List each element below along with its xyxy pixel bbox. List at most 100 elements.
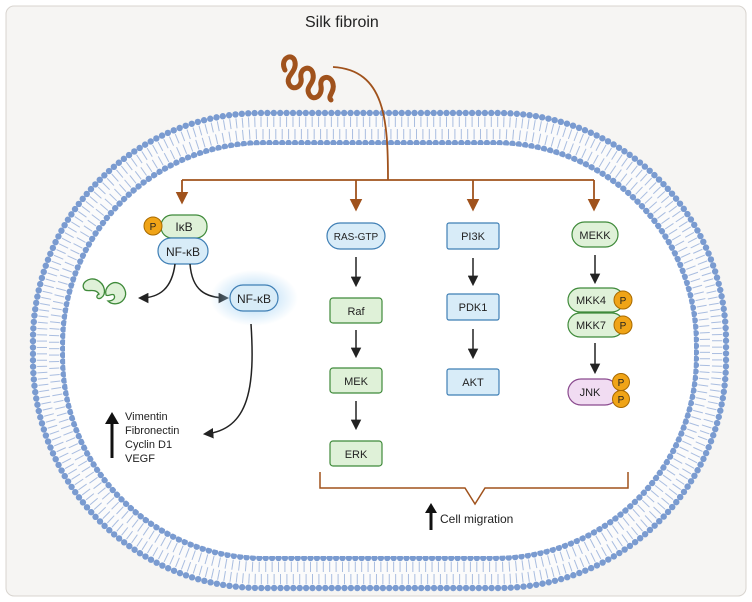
lipid-tail xyxy=(141,541,148,551)
lipid-tail xyxy=(229,119,232,130)
lipid-head xyxy=(713,274,721,281)
lipid-tail xyxy=(512,129,515,140)
lipid-head xyxy=(199,545,206,552)
lipid-head xyxy=(418,584,425,592)
lipid-head xyxy=(687,478,695,485)
lipid-head xyxy=(518,553,525,560)
lipid-head xyxy=(573,537,580,545)
lipid-tail xyxy=(658,479,668,487)
lipid-head xyxy=(96,176,103,184)
lipid-head xyxy=(475,584,483,592)
lipid-head xyxy=(122,500,130,507)
lipid-head xyxy=(576,158,584,165)
lipid-head xyxy=(59,332,67,340)
lipid-tail xyxy=(657,211,666,219)
lipid-head xyxy=(428,554,436,562)
lipid-tail xyxy=(620,173,628,182)
lipid-head xyxy=(256,554,263,562)
lipid-head xyxy=(110,531,118,538)
nfkb-complex-label: NF-κB xyxy=(166,245,200,259)
lipid-head xyxy=(354,584,361,592)
lipid-head xyxy=(101,476,108,484)
lipid-tail xyxy=(648,182,657,190)
lipid-tail xyxy=(616,154,623,164)
ras-gtp-node xyxy=(326,222,386,250)
lipid-head xyxy=(83,190,90,198)
lipid-tail xyxy=(41,401,52,405)
lipid-tail xyxy=(631,526,639,536)
lipid-head xyxy=(684,210,691,218)
lipid-head xyxy=(49,244,57,252)
cell-membrane xyxy=(29,109,730,592)
lipid-tail xyxy=(51,307,62,311)
lipid-head xyxy=(664,185,672,193)
lipid-head xyxy=(213,114,220,121)
lipid-head xyxy=(304,139,311,147)
lipid-tail xyxy=(58,243,69,249)
lipid-head xyxy=(135,183,142,190)
lipid-tail xyxy=(709,308,720,312)
lipid-head xyxy=(675,436,682,443)
lipid-head xyxy=(500,109,508,117)
lipid-head xyxy=(445,139,452,147)
lipid-tail xyxy=(590,138,596,149)
lipid-head xyxy=(646,167,653,174)
lipid-head xyxy=(130,187,137,194)
lipid-tail xyxy=(37,328,48,330)
lipid-head xyxy=(419,139,427,147)
lipid-head xyxy=(112,205,119,212)
lipid-head xyxy=(85,241,93,248)
lipid-tail xyxy=(198,125,203,136)
lipid-head xyxy=(436,109,444,117)
lipid-head xyxy=(576,569,583,577)
lipid-head xyxy=(448,554,455,562)
lipid-tail xyxy=(707,401,718,405)
lipid-head xyxy=(59,351,67,359)
lipid-head xyxy=(47,444,54,451)
lipid-head xyxy=(207,579,214,586)
lipid-tail xyxy=(648,510,657,519)
lipid-tail xyxy=(210,122,214,133)
upregulation-arrowhead xyxy=(105,412,119,424)
lipid-tail xyxy=(98,506,107,515)
lipid-head xyxy=(67,408,74,416)
lipid-tail xyxy=(615,169,622,178)
lipid-head xyxy=(621,148,628,155)
lipid-head xyxy=(492,554,500,562)
lipid-head xyxy=(480,554,487,562)
lipid-head xyxy=(75,200,83,208)
lipid-head xyxy=(456,584,463,592)
lipid-head xyxy=(126,542,133,550)
lipid-head xyxy=(587,129,595,136)
lipid-tail xyxy=(593,154,599,165)
lipid-head xyxy=(682,418,689,425)
lipid-tail xyxy=(235,572,238,583)
lipid-head xyxy=(660,180,667,188)
lipid-head xyxy=(555,544,563,552)
lipid-tail xyxy=(706,407,717,411)
lipid-tail xyxy=(125,161,133,171)
lipid-head xyxy=(176,569,184,577)
lipid-tail xyxy=(49,374,60,376)
lipid-head xyxy=(47,250,54,257)
lipid-head xyxy=(660,464,667,471)
lipid-head xyxy=(69,414,76,422)
lipid-head xyxy=(505,554,512,561)
erk-label: ERK xyxy=(345,449,368,461)
lipid-tail xyxy=(47,272,58,277)
lipid-tail xyxy=(515,117,518,128)
lipid-head xyxy=(499,554,506,562)
lipid-head xyxy=(355,139,363,147)
lipid-head xyxy=(507,110,514,117)
lipid-head xyxy=(585,532,592,539)
lipid-head xyxy=(291,139,299,147)
lipid-head xyxy=(664,508,672,516)
lipid-head xyxy=(676,200,684,207)
lipid-head xyxy=(38,274,46,282)
lipid-tail xyxy=(231,559,234,570)
lipid-head xyxy=(719,394,726,402)
lipid-tail xyxy=(73,243,83,249)
lipid-head xyxy=(153,559,160,566)
lipid-tail xyxy=(538,133,542,144)
lipid-tail xyxy=(505,129,508,140)
